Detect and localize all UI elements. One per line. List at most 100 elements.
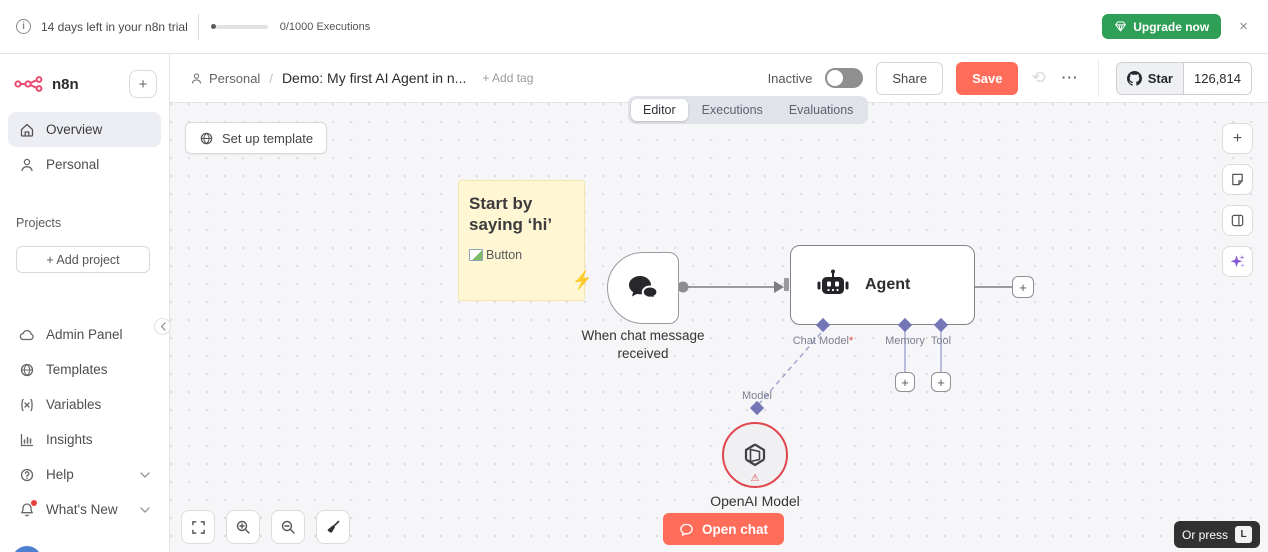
sidebar-item-label: Admin Panel xyxy=(46,327,123,342)
sticky-note-title: Start by saying ‘hi’ xyxy=(469,194,553,235)
sidebar-item-personal[interactable]: Personal xyxy=(8,147,161,182)
note-icon xyxy=(1232,173,1243,186)
header-divider xyxy=(1097,59,1099,97)
robot-icon xyxy=(817,269,849,294)
sidebar-collapse-button[interactable] xyxy=(154,318,171,335)
ai-assistant-button[interactable] xyxy=(1222,246,1253,277)
sidebar-item-label: Templates xyxy=(46,362,108,377)
fit-view-button[interactable] xyxy=(181,510,215,544)
info-icon: i xyxy=(16,19,31,34)
trigger-node-label: When chat message received xyxy=(581,328,705,361)
home-icon xyxy=(20,123,34,137)
model-connector[interactable] xyxy=(749,400,765,416)
chevron-down-icon xyxy=(140,471,150,478)
view-tabs: Editor Executions Evaluations xyxy=(628,96,869,124)
add-tool-button[interactable]: + xyxy=(931,372,951,392)
active-toggle[interactable] xyxy=(825,68,864,88)
agent-node[interactable]: Agent xyxy=(784,245,975,325)
zoom-out-button[interactable] xyxy=(271,510,305,544)
sidebar-item-help[interactable]: Help xyxy=(8,457,161,492)
breadcrumb-project[interactable]: Personal xyxy=(190,71,260,86)
github-icon xyxy=(1126,70,1142,86)
gem-icon xyxy=(1115,21,1127,32)
trial-banner: i 14 days left in your n8n trial 0/1000 … xyxy=(0,0,1268,54)
share-button[interactable]: Share xyxy=(876,61,944,95)
user-avatar[interactable] xyxy=(12,546,42,552)
sticky-note-button[interactable] xyxy=(1222,164,1253,195)
open-chat-button[interactable]: Open chat xyxy=(663,513,785,545)
trial-text: 14 days left in your n8n trial xyxy=(41,19,188,34)
add-tag-button[interactable]: + Add tag xyxy=(482,71,534,85)
workflow-title[interactable]: Demo: My first AI Agent in n... xyxy=(281,70,467,86)
progress-dot xyxy=(210,24,216,29)
bell-icon xyxy=(21,502,33,516)
new-workflow-button[interactable]: + xyxy=(129,70,157,98)
sidebar-item-label: Variables xyxy=(46,397,102,412)
banner-close-icon[interactable]: × xyxy=(1239,18,1248,35)
executions-progress-bar xyxy=(210,24,268,29)
sparkle-icon xyxy=(1230,255,1245,268)
setup-template-button[interactable]: Set up template xyxy=(185,122,328,154)
sidebar-item-templates[interactable]: Templates xyxy=(8,352,161,387)
cloud-icon xyxy=(19,329,34,340)
input-port xyxy=(784,278,789,291)
add-node-button[interactable]: + xyxy=(1222,123,1253,154)
openai-model-node[interactable]: ⚠ xyxy=(722,422,788,488)
chat-model-label: Chat Model* xyxy=(792,335,854,347)
openai-node-label: OpenAI Model xyxy=(710,493,800,509)
github-star-widget[interactable]: Star 126,814 xyxy=(1115,61,1252,95)
tab-executions[interactable]: Executions xyxy=(701,103,763,117)
canvas-side-toolbar: + xyxy=(1222,123,1253,277)
agent-node-label: Agent xyxy=(865,276,911,293)
add-project-button[interactable]: + Add project xyxy=(16,246,150,273)
sidebar: n8n + Overview Personal Projects + Add p… xyxy=(0,54,170,552)
chat-trigger-node[interactable] xyxy=(607,252,679,324)
more-menu-button[interactable]: ⋯ xyxy=(1060,68,1079,87)
warning-icon: ⚠ xyxy=(750,473,760,484)
sidebar-item-label: Overview xyxy=(46,122,103,137)
sidebar-item-overview[interactable]: Overview xyxy=(8,112,161,147)
globe-icon xyxy=(20,363,34,376)
panel-toggle-button[interactable] xyxy=(1222,205,1253,236)
upgrade-now-button[interactable]: Upgrade now xyxy=(1102,14,1222,39)
add-next-node-button[interactable]: + xyxy=(1012,276,1034,298)
model-connector-label: Model xyxy=(742,390,772,402)
workflow-canvas[interactable]: Set up template Start by saying ‘hi’ But… xyxy=(170,103,1268,552)
zoom-in-icon xyxy=(236,520,250,534)
chevron-down-icon xyxy=(140,506,150,513)
chat-bubble-icon xyxy=(680,523,693,536)
notification-dot xyxy=(31,499,37,506)
zoom-in-button[interactable] xyxy=(226,510,260,544)
toggle-knob xyxy=(827,70,844,86)
broken-image-alt: Button xyxy=(486,247,523,262)
workflow-status-label: Inactive xyxy=(767,70,813,86)
sidebar-item-label: Insights xyxy=(46,432,93,447)
projects-section-label: Projects xyxy=(16,216,62,230)
workflow-header: Personal / Demo: My first AI Agent in n.… xyxy=(170,54,1268,103)
hint-text: Or press xyxy=(1181,527,1228,542)
sticky-note[interactable]: Start by saying ‘hi’ Button xyxy=(458,180,585,301)
help-icon xyxy=(20,468,34,481)
save-button[interactable]: Save xyxy=(956,61,1019,95)
panel-icon xyxy=(1231,214,1244,227)
chart-icon xyxy=(20,433,34,446)
tab-evaluations[interactable]: Evaluations xyxy=(788,103,854,117)
sidebar-item-label: Help xyxy=(46,467,74,482)
sidebar-item-variables[interactable]: Variables xyxy=(8,387,161,422)
sidebar-item-label: Personal xyxy=(46,157,100,172)
keyboard-hint-tooltip: Or press L xyxy=(1173,521,1260,548)
sidebar-item-whats-new[interactable]: What's New xyxy=(8,492,161,527)
add-memory-button[interactable]: + xyxy=(895,372,915,392)
openai-icon xyxy=(744,443,766,467)
tab-editor[interactable]: Editor xyxy=(631,99,688,121)
tool-label: Tool xyxy=(930,335,952,347)
banner-divider xyxy=(197,13,199,40)
tidy-up-button[interactable] xyxy=(316,510,350,544)
sidebar-item-insights[interactable]: Insights xyxy=(8,422,161,457)
broom-icon xyxy=(327,520,340,533)
chat-bubbles-icon xyxy=(629,276,659,302)
executions-count: 0/1000 Executions xyxy=(279,20,371,33)
sidebar-item-admin-panel[interactable]: Admin Panel xyxy=(8,317,161,352)
person-icon xyxy=(21,158,33,171)
